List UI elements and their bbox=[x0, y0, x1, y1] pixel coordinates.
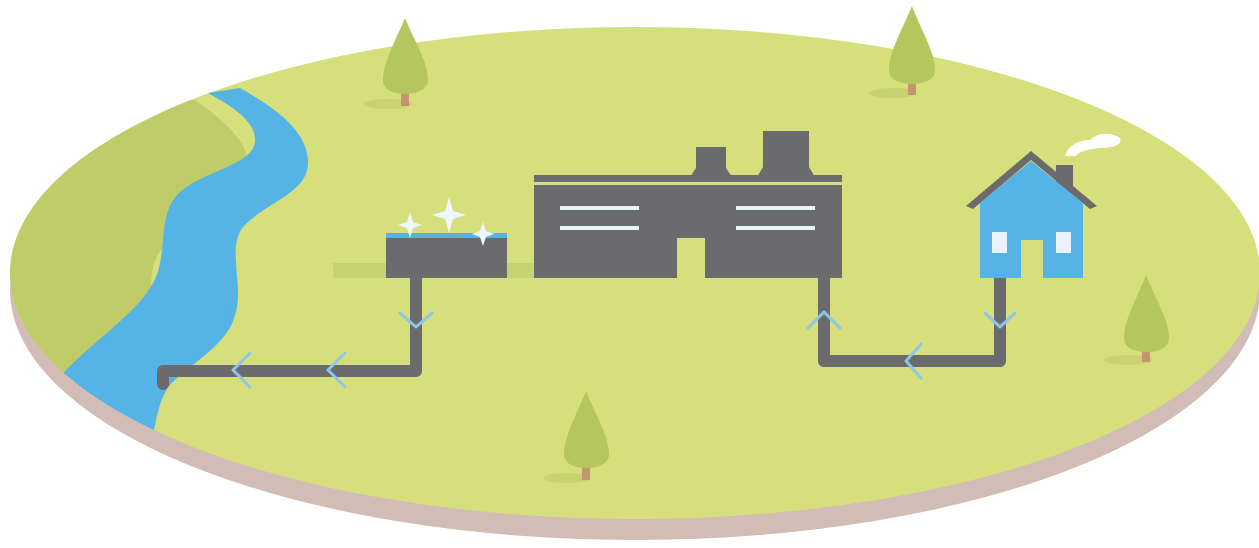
factory-window-line bbox=[560, 206, 639, 210]
house-window bbox=[992, 232, 1007, 253]
tree-crown bbox=[383, 18, 428, 94]
factory-window-line bbox=[560, 226, 639, 230]
tree-crown bbox=[889, 6, 935, 84]
house-door bbox=[1021, 240, 1043, 278]
factory-roof bbox=[534, 175, 842, 182]
factory-window-line bbox=[736, 226, 815, 230]
factory-window-line bbox=[736, 206, 815, 210]
tank-body bbox=[386, 233, 507, 278]
factory-door bbox=[677, 238, 705, 278]
house-window bbox=[1056, 232, 1071, 253]
